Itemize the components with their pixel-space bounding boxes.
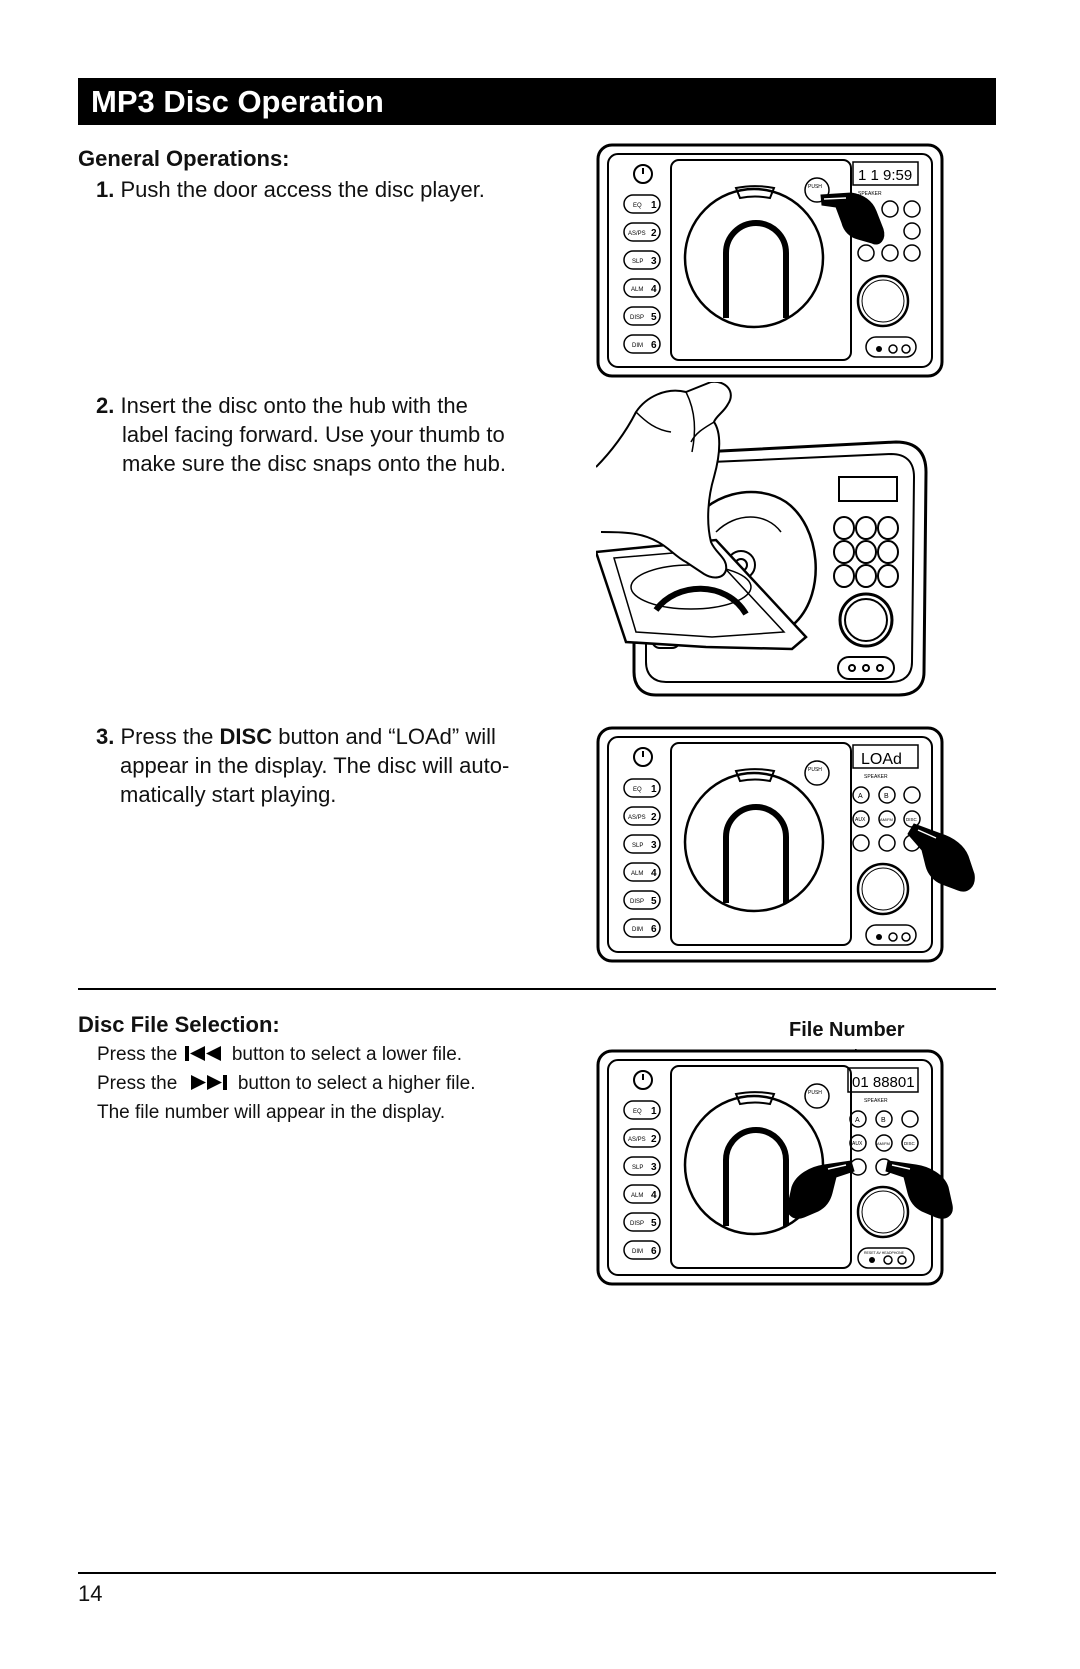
device-illustration-1: EQ 1 AS/PS 2 SLP 3 ALM 4 DISP 5 DIM 6 PUSH 1 1…	[596, 143, 944, 378]
line3: The file number will appear in the displ…	[97, 1102, 446, 1123]
svg-text:RESET AV HEADPHONE: RESET AV HEADPHONE	[864, 1251, 905, 1255]
svg-text:ALM: ALM	[631, 871, 643, 877]
svg-text:2: 2	[651, 1134, 657, 1145]
svg-text:SLP: SLP	[632, 259, 643, 265]
left-buttons: EQ 1 AS/PS 2 SLP 3 ALM 4 DISP 5 DIM 6	[623, 194, 661, 354]
step-2-line3: make sure the disc snaps onto the hub.	[122, 451, 507, 476]
step-1-number: 1.	[96, 177, 115, 202]
step-2: 2. Insert the disc onto the hub with the…	[96, 391, 506, 478]
section-divider	[78, 988, 996, 990]
file-selection-text: Press the button to select a lower file.…	[97, 1041, 475, 1126]
figure-push-door: EQ 1 AS/PS 2 SLP 3 ALM 4 DISP 5 DIM 6 PUSH 1 1…	[596, 143, 944, 378]
svg-text:AS/PS: AS/PS	[628, 815, 646, 821]
step-1: 1. Push the door access the disc player.	[96, 175, 485, 204]
svg-text:B: B	[884, 793, 889, 800]
svg-text:B: B	[881, 1117, 886, 1124]
svg-text:AUX: AUX	[855, 817, 866, 823]
svg-text:4: 4	[651, 284, 657, 295]
svg-text:SPEAKER: SPEAKER	[864, 1098, 888, 1104]
section-heading-general: General Operations:	[78, 146, 290, 171]
step-2-line1: Insert the disc onto the hub with the	[120, 393, 468, 418]
step-3-post: button and “LOAd” will	[272, 724, 496, 749]
svg-text:AUX: AUX	[852, 1141, 863, 1147]
svg-text:SPEAKER: SPEAKER	[858, 191, 882, 197]
svg-text:3: 3	[651, 256, 657, 267]
svg-text:SLP: SLP	[632, 843, 643, 849]
svg-text:A: A	[858, 793, 863, 800]
svg-text:1: 1	[651, 200, 657, 211]
file-number-callout: File Number	[789, 1019, 905, 1041]
step-3-line3: matically start playing.	[120, 782, 337, 807]
svg-text:4: 4	[651, 868, 657, 879]
step-3-number: 3.	[96, 724, 115, 749]
svg-text:2: 2	[651, 228, 657, 239]
svg-text:EQ: EQ	[633, 203, 642, 209]
svg-text:1: 1	[651, 1106, 657, 1117]
svg-text:AS/PS: AS/PS	[628, 1137, 646, 1143]
figure-file-selection: EQ 1 AS/PS 2 SLP 3 ALM 4 DISP 5 DIM 6 PUSH 01 …	[596, 1038, 959, 1286]
svg-text:01 88801: 01 88801	[852, 1074, 915, 1091]
step-3-line2: appear in the display. The disc will aut…	[120, 753, 510, 778]
footer-divider	[78, 1572, 996, 1574]
svg-text:SLP: SLP	[632, 1165, 643, 1171]
line2-post: button to select a higher file.	[232, 1073, 476, 1094]
step-3-pre: Press the	[120, 724, 220, 749]
svg-text:1: 1	[651, 784, 657, 795]
svg-text:5: 5	[651, 1218, 657, 1229]
svg-text:5: 5	[651, 312, 657, 323]
page-title: MP3 Disc Operation	[78, 78, 996, 125]
svg-text:ALM: ALM	[631, 287, 643, 293]
svg-text:DISC: DISC	[906, 817, 918, 822]
figure-press-disc: EQ 1 AS/PS 2 SLP 3 ALM 4 DISP 5 DIM 6 PUSH LOA…	[596, 726, 976, 965]
device-illustration-2	[594, 380, 928, 697]
next-track-icon	[189, 1072, 233, 1099]
svg-text:DIM: DIM	[632, 1249, 643, 1255]
svg-text:6: 6	[651, 340, 657, 351]
device-illustration-3: EQ 1 AS/PS 2 SLP 3 ALM 4 DISP 5 DIM 6 PUSH LOA…	[596, 726, 975, 963]
step-1-text: Push the door access the disc player.	[120, 177, 485, 202]
svg-text:DISP: DISP	[630, 899, 644, 905]
svg-text:LOAd: LOAd	[861, 751, 902, 768]
previous-track-icon	[183, 1043, 227, 1070]
svg-text:3: 3	[651, 1162, 657, 1173]
svg-text:AS/PS: AS/PS	[628, 231, 646, 237]
svg-text:ALM: ALM	[631, 1193, 643, 1199]
svg-text:PUSH: PUSH	[808, 767, 822, 773]
svg-text:DISP: DISP	[630, 315, 644, 321]
device-illustration-4: EQ 1 AS/PS 2 SLP 3 ALM 4 DISP 5 DIM 6 PUSH 01 …	[596, 1038, 953, 1286]
figure-insert-disc	[594, 380, 940, 710]
svg-text:AM/FM: AM/FM	[880, 817, 893, 822]
disc-keyword: DISC	[219, 724, 273, 749]
svg-text:DIM: DIM	[632, 343, 643, 349]
svg-text:AM/FM: AM/FM	[877, 1141, 890, 1146]
svg-text:2: 2	[651, 812, 657, 823]
section-heading-file-selection: Disc File Selection:	[78, 1012, 280, 1037]
svg-text:DIM: DIM	[632, 927, 643, 933]
svg-text:SPEAKER: SPEAKER	[864, 774, 888, 780]
svg-text:A: A	[855, 1117, 860, 1124]
step-2-line2: label facing forward. Use your thumb to	[122, 422, 505, 447]
svg-text:6: 6	[651, 1246, 657, 1257]
svg-text:PUSH: PUSH	[808, 184, 822, 190]
svg-text:5: 5	[651, 896, 657, 907]
page-number: 14	[78, 1581, 103, 1606]
svg-text:6: 6	[651, 924, 657, 935]
svg-text:DISP: DISP	[630, 1221, 644, 1227]
line2-pre: Press the	[97, 1073, 183, 1094]
svg-text:1 1 9:59: 1 1 9:59	[858, 167, 912, 184]
svg-text:PUSH: PUSH	[808, 1090, 822, 1096]
svg-text:EQ: EQ	[633, 1109, 642, 1115]
step-2-number: 2.	[96, 393, 115, 418]
svg-text:3: 3	[651, 840, 657, 851]
svg-text:4: 4	[651, 1190, 657, 1201]
svg-text:EQ: EQ	[633, 787, 642, 793]
svg-text:DISC: DISC	[904, 1141, 916, 1146]
step-3: 3. Press the DISC button and “LOAd” will…	[96, 722, 509, 809]
line1-pre: Press the	[97, 1044, 183, 1065]
line1-post: button to select a lower file.	[226, 1044, 463, 1065]
